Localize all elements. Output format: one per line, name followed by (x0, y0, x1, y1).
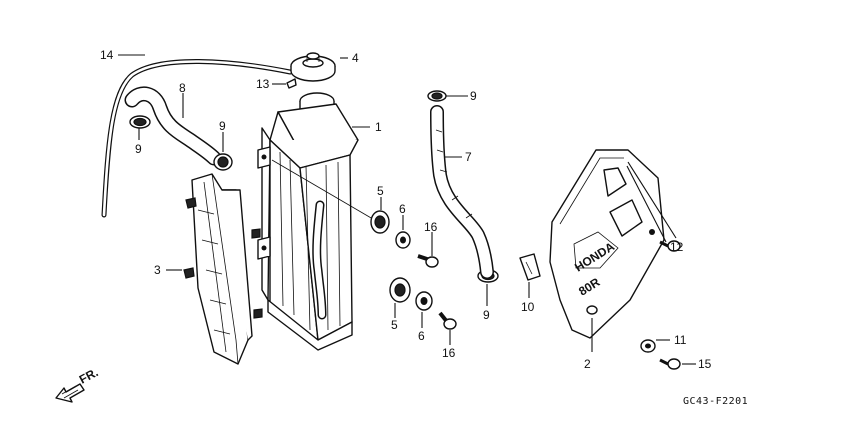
callout-8: 8 (179, 81, 186, 95)
callout-12: 12 (670, 240, 684, 254)
hose-clamp-top-middle (427, 90, 447, 102)
callout-6-upper: 6 (399, 202, 406, 216)
callout-5-upper: 5 (377, 184, 384, 198)
callout-4: 4 (352, 51, 359, 65)
callout-15: 15 (698, 357, 712, 371)
callout-3: 3 (154, 263, 161, 277)
callout-14: 14 (100, 48, 114, 62)
callout-16-lower: 16 (442, 346, 456, 360)
radiator-cap (290, 52, 336, 82)
callout-numbers: 14 4 13 1 8 9 9 9 7 5 6 16 3 9 10 5 6 16… (100, 48, 712, 371)
bolt-upper (417, 254, 439, 268)
callout-7: 7 (465, 150, 472, 164)
radiator-shroud: HONDA 80R (549, 149, 665, 339)
upper-radiator-hose (124, 86, 222, 166)
shroud-bolt-lower (659, 358, 681, 370)
leader-lines (118, 54, 696, 365)
collar-upper (395, 231, 411, 249)
lower-radiator-hose (430, 105, 494, 279)
callout-9-bottom-middle: 9 (483, 308, 490, 322)
grommet-lower (389, 277, 411, 303)
callout-6-lower: 6 (418, 329, 425, 343)
callout-13: 13 (256, 77, 270, 91)
callout-9-upper-left: 9 (135, 142, 142, 156)
radiator-louver (183, 173, 263, 365)
bolt-lower (438, 311, 457, 330)
callout-2: 2 (584, 357, 591, 371)
radiator (257, 92, 379, 351)
callout-10: 10 (521, 300, 535, 314)
shroud-bolt-upper (659, 240, 681, 252)
callout-1: 1 (375, 120, 382, 134)
callout-5-lower: 5 (391, 318, 398, 332)
callout-11: 11 (674, 333, 687, 347)
collar-lower (415, 291, 433, 311)
callout-9-top-middle: 9 (470, 89, 477, 103)
grommet-upper (370, 210, 390, 234)
shroud-collar (640, 339, 656, 353)
front-direction-arrow: FR. (55, 365, 100, 403)
hose-clamp-holder (519, 253, 541, 281)
hose-clamp-upper-right (213, 153, 233, 171)
overflow-hose (101, 59, 293, 218)
hose-clamp-upper-left (129, 115, 151, 129)
hose-clip-small (286, 78, 297, 89)
callout-16-upper: 16 (424, 220, 438, 234)
diagram-code: GC43-F2201 (683, 396, 748, 407)
callout-9-upper-right: 9 (219, 119, 226, 133)
